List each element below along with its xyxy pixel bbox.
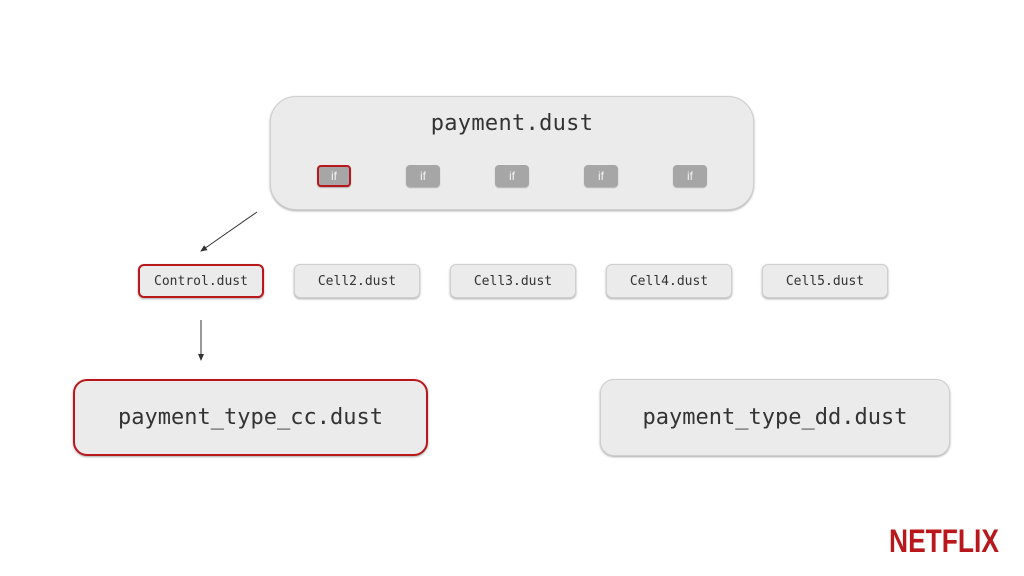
if-condition-2: if — [406, 165, 440, 187]
if-condition-3: if — [495, 165, 529, 187]
cell-2: Cell2.dust — [294, 264, 420, 298]
arrow-template-to-control — [200, 211, 258, 252]
cell-control: Control.dust — [138, 264, 264, 298]
cell-4: Cell4.dust — [606, 264, 732, 298]
payment-type-dd-box: payment_type_dd.dust — [600, 379, 950, 456]
payment-template-title: payment.dust — [430, 111, 594, 136]
netflix-logo-text: NETFLIX — [889, 523, 1000, 558]
cell-3: Cell3.dust — [450, 264, 576, 298]
netflix-logo: NETFLIX — [889, 523, 1000, 558]
if-condition-4: if — [584, 165, 618, 187]
if-condition-5: if — [673, 165, 707, 187]
if-condition-1: if — [317, 165, 351, 187]
cell-5: Cell5.dust — [762, 264, 888, 298]
payment-template-box: payment.dust if if if if if — [270, 96, 754, 210]
payment-type-cc-box: payment_type_cc.dust — [73, 379, 428, 456]
